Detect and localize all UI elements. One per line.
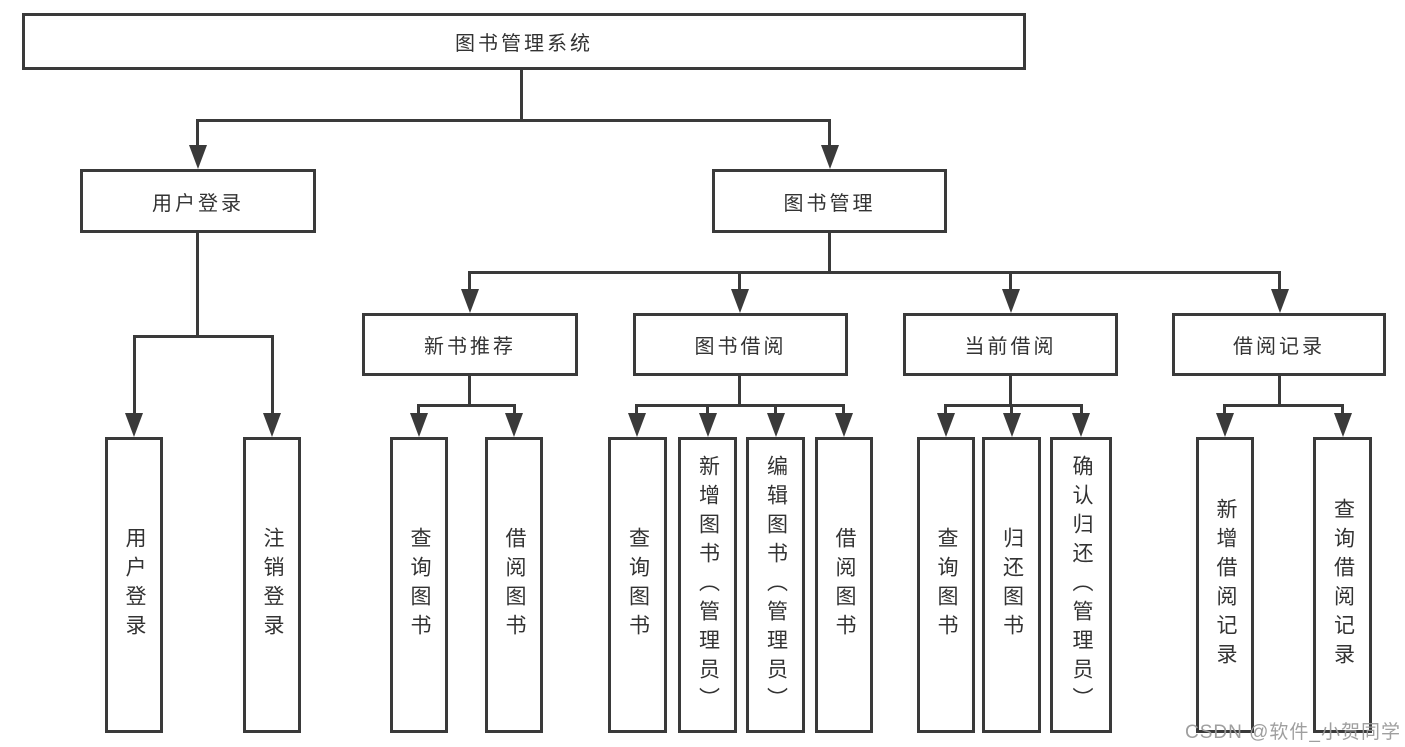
leaf-bb-borrow-books: 借阅图书 <box>815 437 873 733</box>
connector-nb-borrow-drop <box>513 404 516 418</box>
connector-bb-borrow-drop <box>842 404 845 418</box>
leaf-nb-borrow-books-label: 借阅图书 <box>503 527 526 643</box>
leaf-bb-query-books-label: 查询图书 <box>626 527 650 643</box>
connector-borrowing-drop <box>738 271 741 293</box>
connector-current-horizontal <box>944 404 1083 407</box>
connector-borrowing-horizontal <box>635 404 845 407</box>
node-borrowing-records: 借阅记录 <box>1172 313 1386 376</box>
arrowhead-newbook <box>461 289 479 313</box>
connector-newbook-drop <box>468 271 471 293</box>
connector-user-subtree-horizontal <box>133 335 274 338</box>
node-new-book-recommend: 新书推荐 <box>362 313 578 376</box>
connector-records-horizontal <box>1223 404 1344 407</box>
connector-current-stem <box>1009 376 1012 407</box>
arrowhead-book-mgmt <box>821 145 839 169</box>
csdn-watermark: CSDN @软件_小贺同学 <box>1185 722 1401 743</box>
leaf-nb-query-books: 查询图书 <box>390 437 448 733</box>
connector-level1-horizontal <box>196 119 831 122</box>
arrowhead-cb-confirm <box>1072 413 1090 437</box>
node-current-borrowing: 当前借阅 <box>903 313 1118 376</box>
leaf-cb-return-books: 归还图书 <box>982 437 1041 733</box>
leaf-cb-query-books-label: 查询图书 <box>935 527 958 643</box>
leaf-cb-return-books-label: 归还图书 <box>1000 527 1024 643</box>
connector-cb-confirm-drop <box>1080 404 1083 418</box>
node-book-management: 图书管理 <box>712 169 947 233</box>
arrowhead-records <box>1271 289 1289 313</box>
connector-user-login-drop <box>196 119 199 151</box>
connector-root-stem <box>520 70 523 122</box>
node-book-borrowing-label: 图书借阅 <box>694 336 787 358</box>
connector-bb-edit-drop <box>774 404 777 418</box>
arrowhead-bb-add <box>699 413 717 437</box>
connector-book-mgmt-drop <box>828 119 831 151</box>
arrowhead-borrowing <box>731 289 749 313</box>
leaf-br-add-record: 新增借阅记录 <box>1196 437 1254 733</box>
connector-current-drop <box>1009 271 1012 293</box>
node-borrowing-records-label: 借阅记录 <box>1233 336 1325 358</box>
connector-records-drop <box>1278 271 1281 293</box>
node-book-management-label: 图书管理 <box>783 192 876 215</box>
connector-records-stem <box>1278 376 1281 407</box>
arrowhead-bb-borrow <box>835 413 853 437</box>
arrowhead-current <box>1002 289 1020 313</box>
leaf-cb-query-books: 查询图书 <box>917 437 975 733</box>
connector-mgmt-subtree-stem <box>828 233 831 274</box>
connector-cb-return-drop <box>1010 404 1013 418</box>
leaf-nb-borrow-books: 借阅图书 <box>485 437 543 733</box>
arrowhead-leaf-login <box>125 413 143 437</box>
connector-user-subtree-stem <box>196 233 199 338</box>
connector-leaf-logout-drop <box>271 335 274 417</box>
leaf-nb-query-books-label: 查询图书 <box>408 527 431 643</box>
arrowhead-bb-edit <box>767 413 785 437</box>
connector-mgmt-subtree-horizontal <box>468 271 1281 274</box>
node-new-book-recommend-label: 新书推荐 <box>424 336 516 358</box>
arrowhead-user-login <box>189 145 207 169</box>
leaf-bb-query-books: 查询图书 <box>608 437 667 733</box>
connector-br-add-drop <box>1223 404 1226 418</box>
leaf-bb-add-books-admin-label: 新增图书（管理员） <box>696 454 720 716</box>
arrowhead-br-add <box>1216 413 1234 437</box>
leaf-logout: 注销登录 <box>243 437 301 733</box>
connector-bb-add-drop <box>706 404 709 418</box>
leaf-br-query-record-label: 查询借阅记录 <box>1331 498 1355 672</box>
arrowhead-br-query <box>1334 413 1352 437</box>
arrowhead-bb-query <box>628 413 646 437</box>
arrowhead-nb-query <box>410 413 428 437</box>
leaf-br-query-record: 查询借阅记录 <box>1313 437 1372 733</box>
arrowhead-leaf-logout <box>263 413 281 437</box>
leaf-cb-confirm-return-admin-label: 确认归还（管理员） <box>1070 454 1093 716</box>
leaf-bb-edit-books-admin-label: 编辑图书（管理员） <box>764 454 788 716</box>
node-current-borrowing-label: 当前借阅 <box>964 336 1057 358</box>
leaf-bb-add-books-admin: 新增图书（管理员） <box>678 437 737 733</box>
leaf-cb-confirm-return-admin: 确认归还（管理员） <box>1050 437 1112 733</box>
node-book-borrowing: 图书借阅 <box>633 313 848 376</box>
leaf-bb-borrow-books-label: 借阅图书 <box>833 527 856 643</box>
connector-newbook-horizontal <box>417 404 516 407</box>
leaf-bb-edit-books-admin: 编辑图书（管理员） <box>746 437 805 733</box>
connector-br-query-drop <box>1341 404 1344 418</box>
node-root: 图书管理系统 <box>22 13 1026 70</box>
node-root-label: 图书管理系统 <box>455 33 593 55</box>
arrowhead-cb-return <box>1003 413 1021 437</box>
leaf-user-login: 用户登录 <box>105 437 163 733</box>
connector-newbook-stem <box>468 376 471 407</box>
connector-nb-query-drop <box>417 404 420 418</box>
arrowhead-cb-query <box>937 413 955 437</box>
connector-bb-query-drop <box>635 404 638 418</box>
connector-cb-query-drop <box>944 404 947 418</box>
connector-leaf-login-drop <box>133 335 136 417</box>
arrowhead-nb-borrow <box>505 413 523 437</box>
node-user-login: 用户登录 <box>80 169 316 233</box>
leaf-br-add-record-label: 新增借阅记录 <box>1214 498 1237 672</box>
node-user-login-label: 用户登录 <box>152 192 244 215</box>
connector-borrowing-stem <box>738 376 741 407</box>
leaf-user-login-label: 用户登录 <box>123 527 146 643</box>
leaf-logout-label: 注销登录 <box>261 527 284 643</box>
